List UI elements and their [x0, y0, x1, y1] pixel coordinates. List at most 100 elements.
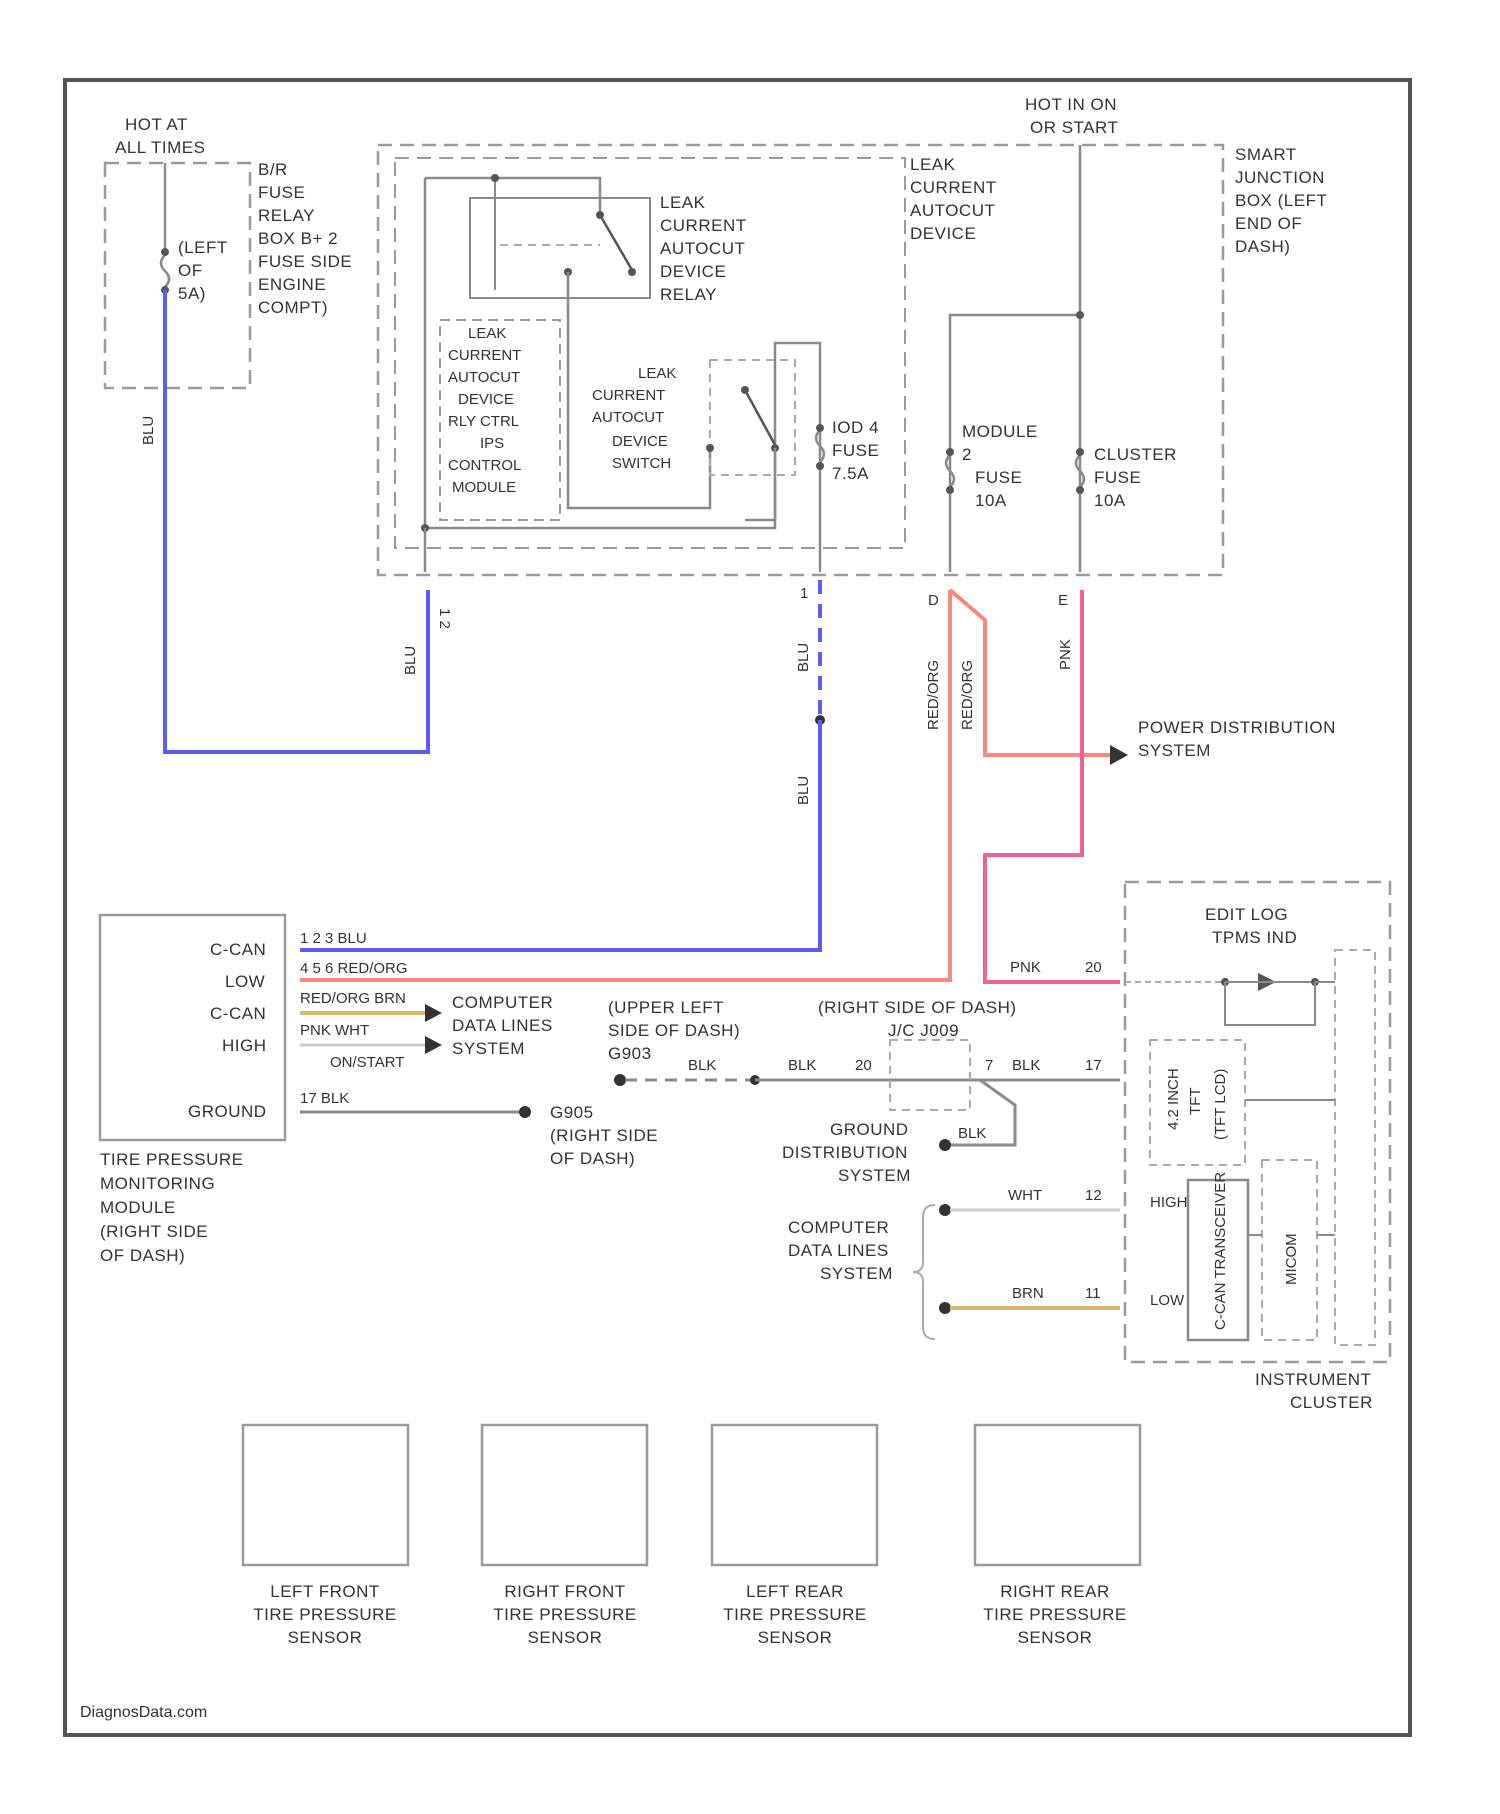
- iod-fuse-label-2: FUSE: [832, 441, 879, 460]
- sensor-right-rear-label-2: TIRE PRESSURE: [983, 1605, 1126, 1624]
- tpms-name-4: (RIGHT SIDE: [100, 1222, 208, 1241]
- watermark: DiagnosData.com: [80, 1704, 207, 1721]
- switch-dot-1: [741, 386, 749, 394]
- tpms-module: C-CAN LOW C-CAN HIGH GROUND 1 2 3 BLU 4 …: [100, 915, 531, 1265]
- ground-distribution-label-2: DISTRIBUTION: [782, 1143, 908, 1162]
- wire-label-blu-left-v: BLU: [402, 646, 419, 675]
- cluster-cpu-label-1: 4.2 INCH: [1165, 1068, 1182, 1130]
- switch-label-2: CURRENT: [592, 387, 665, 404]
- tpms-ground-dot: [519, 1106, 531, 1118]
- cluster-ind-loop: [1225, 982, 1315, 1025]
- relay-dot-1: [491, 174, 499, 182]
- fuse-label-3: 5A): [178, 284, 206, 303]
- relay-switch-arm: [600, 215, 632, 270]
- tire-sensors: LEFT FRONT TIRE PRESSURE SENSOR RIGHT FR…: [243, 1425, 1140, 1647]
- smart-junction-label-5: DASH): [1235, 237, 1290, 256]
- ground-upper-label-3: G903: [608, 1044, 652, 1063]
- wire-label-blk-4: BLK: [958, 1125, 986, 1142]
- iod-fuse-dot-1: [816, 424, 824, 432]
- cluster-right-bar: [1335, 950, 1375, 1345]
- relay-wire-a: [425, 178, 600, 215]
- module-fuse-label-1: MODULE: [962, 422, 1038, 441]
- ground-upper-dot: [614, 1074, 626, 1086]
- ground-g905-label-2: (RIGHT SIDE: [550, 1126, 658, 1145]
- instrument-cluster: EDIT LOG TPMS IND 20 PNK 4.2 INCH TFT (T…: [1010, 882, 1390, 1412]
- cluster-micom-label: MICOM: [1283, 1233, 1300, 1285]
- fuse-dot-top: [161, 248, 169, 256]
- brn-dot: [939, 1302, 951, 1314]
- wire-label-pnk-top: PNK: [1057, 639, 1074, 670]
- wht-dot: [939, 1204, 951, 1216]
- computer-data-lines-1-label-3: SYSTEM: [452, 1039, 525, 1058]
- module-fuse-label-4: 10A: [975, 491, 1007, 510]
- sensor-left-front-label-3: SENSOR: [288, 1628, 363, 1647]
- ground-g905-label-1: G905: [550, 1103, 594, 1122]
- wire-label-blk-1: BLK: [688, 1057, 716, 1074]
- ground-right-label-1: (RIGHT SIDE OF DASH): [818, 998, 1017, 1017]
- tpms-wire-5: ON/START: [330, 1054, 404, 1071]
- wire-blue-left: [165, 290, 428, 752]
- relay-ctrl-label-7: CONTROL: [448, 457, 521, 474]
- fuse-relay-box-name-6: ENGINE: [258, 275, 326, 294]
- sensor-left-front-box: [243, 1425, 408, 1565]
- tpms-data-arrow-1: [425, 1004, 442, 1022]
- ground-distribution-label-3: SYSTEM: [838, 1166, 911, 1185]
- pin-tpms-a: 1 2: [436, 608, 453, 629]
- tpms-wire-4: PNK WHT: [300, 1022, 369, 1039]
- fuse-relay-box-name-7: COMPT): [258, 298, 328, 317]
- module-fuse-dot-2: [946, 486, 954, 494]
- sensor-right-front-label-2: TIRE PRESSURE: [493, 1605, 636, 1624]
- fuse-relay-box-name-2: FUSE: [258, 183, 305, 202]
- power-distribution-arrow: [1110, 745, 1128, 765]
- tpms-pin-ground: GROUND: [188, 1102, 267, 1121]
- tpms-pin-c-can-low: C-CAN: [210, 940, 266, 959]
- switch-dot-2: [706, 444, 714, 452]
- relay-box: [470, 198, 650, 298]
- relay-ctrl-label-3: AUTOCUT: [448, 369, 520, 386]
- tpms-name-2: MONITORING: [100, 1174, 215, 1193]
- pin-iod: 1: [800, 585, 808, 602]
- wire-label-blu-mid-2: BLU: [795, 776, 812, 805]
- relay-ctrl-label-2: CURRENT: [448, 347, 521, 364]
- tpms-pin-c-can-high: C-CAN: [210, 1004, 266, 1023]
- switch-label-3: AUTOCUT: [592, 409, 664, 426]
- relay-label-5: RELAY: [660, 285, 717, 304]
- fuse-label-2: OF: [178, 261, 203, 280]
- switch-wire: [745, 343, 820, 520]
- fuse-relay-box-name-3: RELAY: [258, 206, 315, 225]
- device-label-1: LEAK: [910, 155, 956, 174]
- tpms-data-arrow-2: [425, 1036, 442, 1054]
- ground-distribution-label-1: GROUND: [830, 1120, 909, 1139]
- sensor-right-rear-box: [975, 1425, 1140, 1565]
- device-label-3: AUTOCUT: [910, 201, 995, 220]
- relay-dot-2: [596, 211, 604, 219]
- computer-data-lines-2-label-2: DATA LINES: [788, 1241, 889, 1260]
- module-fuse-label-2: 2: [962, 445, 972, 464]
- hot-at-all-times-label-1: HOT AT: [125, 115, 188, 134]
- cluster-cpu-label-3: (TFT LCD): [1212, 1069, 1229, 1140]
- pin-wht-12: 12: [1085, 1187, 1102, 1204]
- relay-ctrl-label-1: LEAK: [468, 325, 506, 342]
- cluster-transceiver-label: C-CAN TRANSCEIVER: [1212, 1172, 1229, 1330]
- cluster-fuse-dot-1: [1076, 448, 1084, 456]
- sensor-right-front-box: [482, 1425, 647, 1565]
- ground-upper-label-2: SIDE OF DASH): [608, 1021, 740, 1040]
- ground-dist-dot: [939, 1139, 951, 1151]
- tpms-pin-low: LOW: [225, 972, 265, 991]
- relay-ctrl-label-6: IPS: [480, 435, 504, 452]
- smart-junction-label-1: SMART: [1235, 145, 1297, 164]
- ground-g905-label-3: OF DASH): [550, 1149, 635, 1168]
- pin-blk-20: 20: [855, 1057, 872, 1074]
- tpms-name-5: OF DASH): [100, 1246, 185, 1265]
- power-distribution-label-2: SYSTEM: [1138, 741, 1211, 760]
- module-fuse-dot-1: [946, 448, 954, 456]
- wire-label-red-org-2: RED/ORG: [959, 660, 976, 730]
- wire-label-red-org-1: RED/ORG: [925, 660, 942, 730]
- hot-run-label-2: OR START: [1030, 118, 1118, 137]
- sensor-left-rear-label-2: TIRE PRESSURE: [723, 1605, 866, 1624]
- tpms-name-3: MODULE: [100, 1198, 176, 1217]
- wire-blue-iod: [300, 720, 820, 950]
- cluster-fuse-label-1: CLUSTER: [1094, 445, 1177, 464]
- computer-data-bracket: [913, 1205, 935, 1339]
- relay-label-1: LEAK: [660, 193, 706, 212]
